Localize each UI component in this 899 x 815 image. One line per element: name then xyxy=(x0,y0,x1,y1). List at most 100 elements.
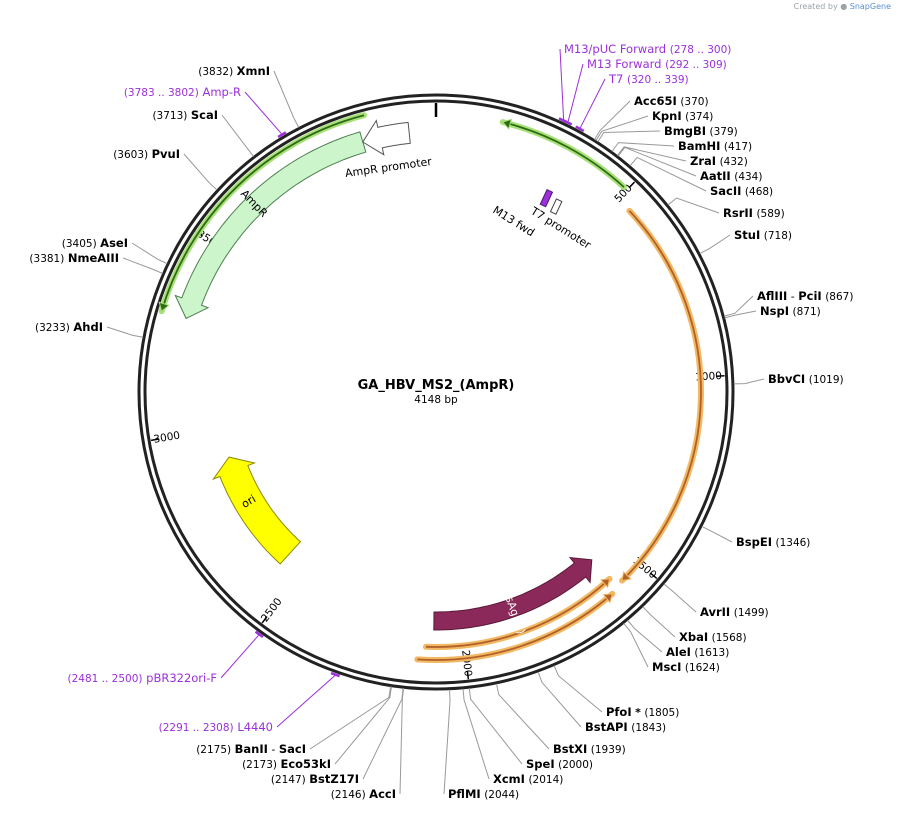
site-label-banii: (2175) BanII - SacI xyxy=(196,742,306,756)
credit-prefix: Created by xyxy=(793,2,838,11)
site-leader-line xyxy=(617,146,697,177)
primer-name: M13 Forward xyxy=(587,57,661,71)
site-leader-line xyxy=(122,257,163,274)
primer-name: Amp-R xyxy=(202,85,241,99)
backbone-inner-circle xyxy=(143,99,729,685)
site-name: BspEI xyxy=(736,535,772,549)
site-label-scai: (3713) ScaI xyxy=(152,108,218,122)
site-label-aatii: AatII (434) xyxy=(700,169,762,183)
site-position: (1499) xyxy=(734,607,769,619)
site-label-afliii: AflIII - PciI (867) xyxy=(757,289,853,303)
site-leader-line xyxy=(597,130,661,143)
primer-leader-line xyxy=(276,675,336,728)
feature-arrow-ori xyxy=(212,456,302,565)
site-leader-line xyxy=(642,606,676,638)
site-position: (2146) xyxy=(331,789,366,801)
site-labels: (3832) XmnI(3713) ScaI(3603) PvuI(3405) … xyxy=(29,42,853,801)
site-position: (1346) xyxy=(775,537,810,549)
feature-arrow-ampr-promoter xyxy=(362,119,411,156)
feature-arc-arrowhead xyxy=(158,301,170,313)
site-name: XbaI xyxy=(679,630,708,644)
site-label-ahdi: (3233) AhdI xyxy=(35,320,103,334)
site-position: (3603) xyxy=(113,149,148,161)
site-name: Eco53kI xyxy=(280,757,331,771)
site-label-bmgbi: BmgBI (379) xyxy=(664,124,738,138)
site-name: BstAPI xyxy=(585,720,628,734)
feature-arc-halo xyxy=(619,207,704,584)
site-position: (1568) xyxy=(712,632,747,644)
primer-name: T7 xyxy=(608,72,623,86)
site-label-bbvci: BbvCI (1019) xyxy=(768,372,844,386)
plasmid-name: GA_HBV_MS2_(AmpR) xyxy=(358,378,515,393)
site-label-acci: (2146) AccI xyxy=(331,787,396,801)
site-label-alei: AleI (1613) xyxy=(666,645,729,659)
site-position: (434) xyxy=(734,171,762,183)
site-leader-line xyxy=(724,295,754,317)
site-name: BstZ17I xyxy=(309,772,359,786)
site-name: NmeAIII xyxy=(68,251,119,265)
site-label-bstxi: BstXI (1939) xyxy=(553,742,626,756)
site-name: XmnI xyxy=(237,64,270,78)
site-leader-line xyxy=(273,70,300,128)
primer-mark xyxy=(254,630,264,639)
site-label-bstapi: BstAPI (1843) xyxy=(585,720,666,734)
site-position: (2175) xyxy=(196,744,231,756)
site-name: AhdI xyxy=(73,320,103,334)
snapgene-credit: Created by ● SnapGene xyxy=(794,2,891,11)
bp-tick-label: 3000 xyxy=(153,430,181,446)
site-label-bspei: BspEI (1346) xyxy=(736,535,810,549)
site-label-avrii: AvrII (1499) xyxy=(700,605,769,619)
site-position: (3381) xyxy=(29,253,64,265)
site-position: (1613) xyxy=(694,647,729,659)
site-label-bstz17i: (2147) BstZ17I xyxy=(271,772,359,786)
site-name: BanII xyxy=(235,742,268,756)
site-name-2: SacI xyxy=(279,742,306,756)
site-name: MscI xyxy=(652,660,681,674)
site-leader-line xyxy=(611,142,675,152)
feature-arrow-ampr xyxy=(174,131,367,320)
site-label-pfoi: PfoI * (1805) xyxy=(606,705,679,719)
site-label-xmni: (3832) XmnI xyxy=(198,64,270,78)
site-position: (468) xyxy=(745,186,773,198)
site-leaders xyxy=(106,48,765,795)
primer-mark xyxy=(575,125,585,133)
bp-tick xyxy=(628,181,636,189)
primer-mark xyxy=(277,131,287,139)
primer-position: (278 .. 300) xyxy=(670,44,732,56)
site-leader-line xyxy=(334,686,392,765)
site-position: (589) xyxy=(756,208,784,220)
site-name: ScaI xyxy=(191,108,218,122)
site-position: (871) xyxy=(792,306,820,318)
site-position: (3233) xyxy=(35,322,70,334)
site-label-zrai: ZraI (432) xyxy=(690,154,748,168)
site-leader-line xyxy=(553,665,603,713)
primer-position: (292 .. 309) xyxy=(665,59,727,71)
site-leader-line xyxy=(221,114,254,157)
primer-leader-line xyxy=(559,48,565,120)
site-leader-line xyxy=(623,623,649,668)
primer-mark xyxy=(330,671,341,678)
site-name: AvrII xyxy=(700,605,730,619)
site-position: (2000) xyxy=(558,759,593,771)
site-leader-line xyxy=(362,688,404,780)
site-leader-line xyxy=(733,378,765,385)
site-label-eco53ki: (2173) Eco53kI xyxy=(242,757,331,771)
feature-arc-line xyxy=(417,593,613,661)
site-label-spei: SpeI (2000) xyxy=(526,757,593,771)
t7-promoter-label: T7 promoter xyxy=(528,204,594,252)
site-leader-line xyxy=(399,688,405,795)
m13-fwd-box xyxy=(539,189,554,208)
primer-label-m13-forward: M13 Forward (292 .. 309) xyxy=(587,57,727,71)
site-label-sacii: SacII (468) xyxy=(710,184,773,198)
site-label-msci: MscI (1624) xyxy=(652,660,720,674)
site-leader-line xyxy=(627,619,663,653)
site-label-stui: StuI (718) xyxy=(734,228,792,242)
site-leader-line xyxy=(468,688,523,765)
site-position: (1019) xyxy=(809,374,844,386)
site-name: BmgBI xyxy=(664,124,706,138)
feature-arc-line xyxy=(160,114,365,312)
site-name: StuI xyxy=(734,228,760,242)
feature-arc-arrowhead xyxy=(602,593,613,604)
feature-arrow-hbsag-s- xyxy=(433,556,593,631)
